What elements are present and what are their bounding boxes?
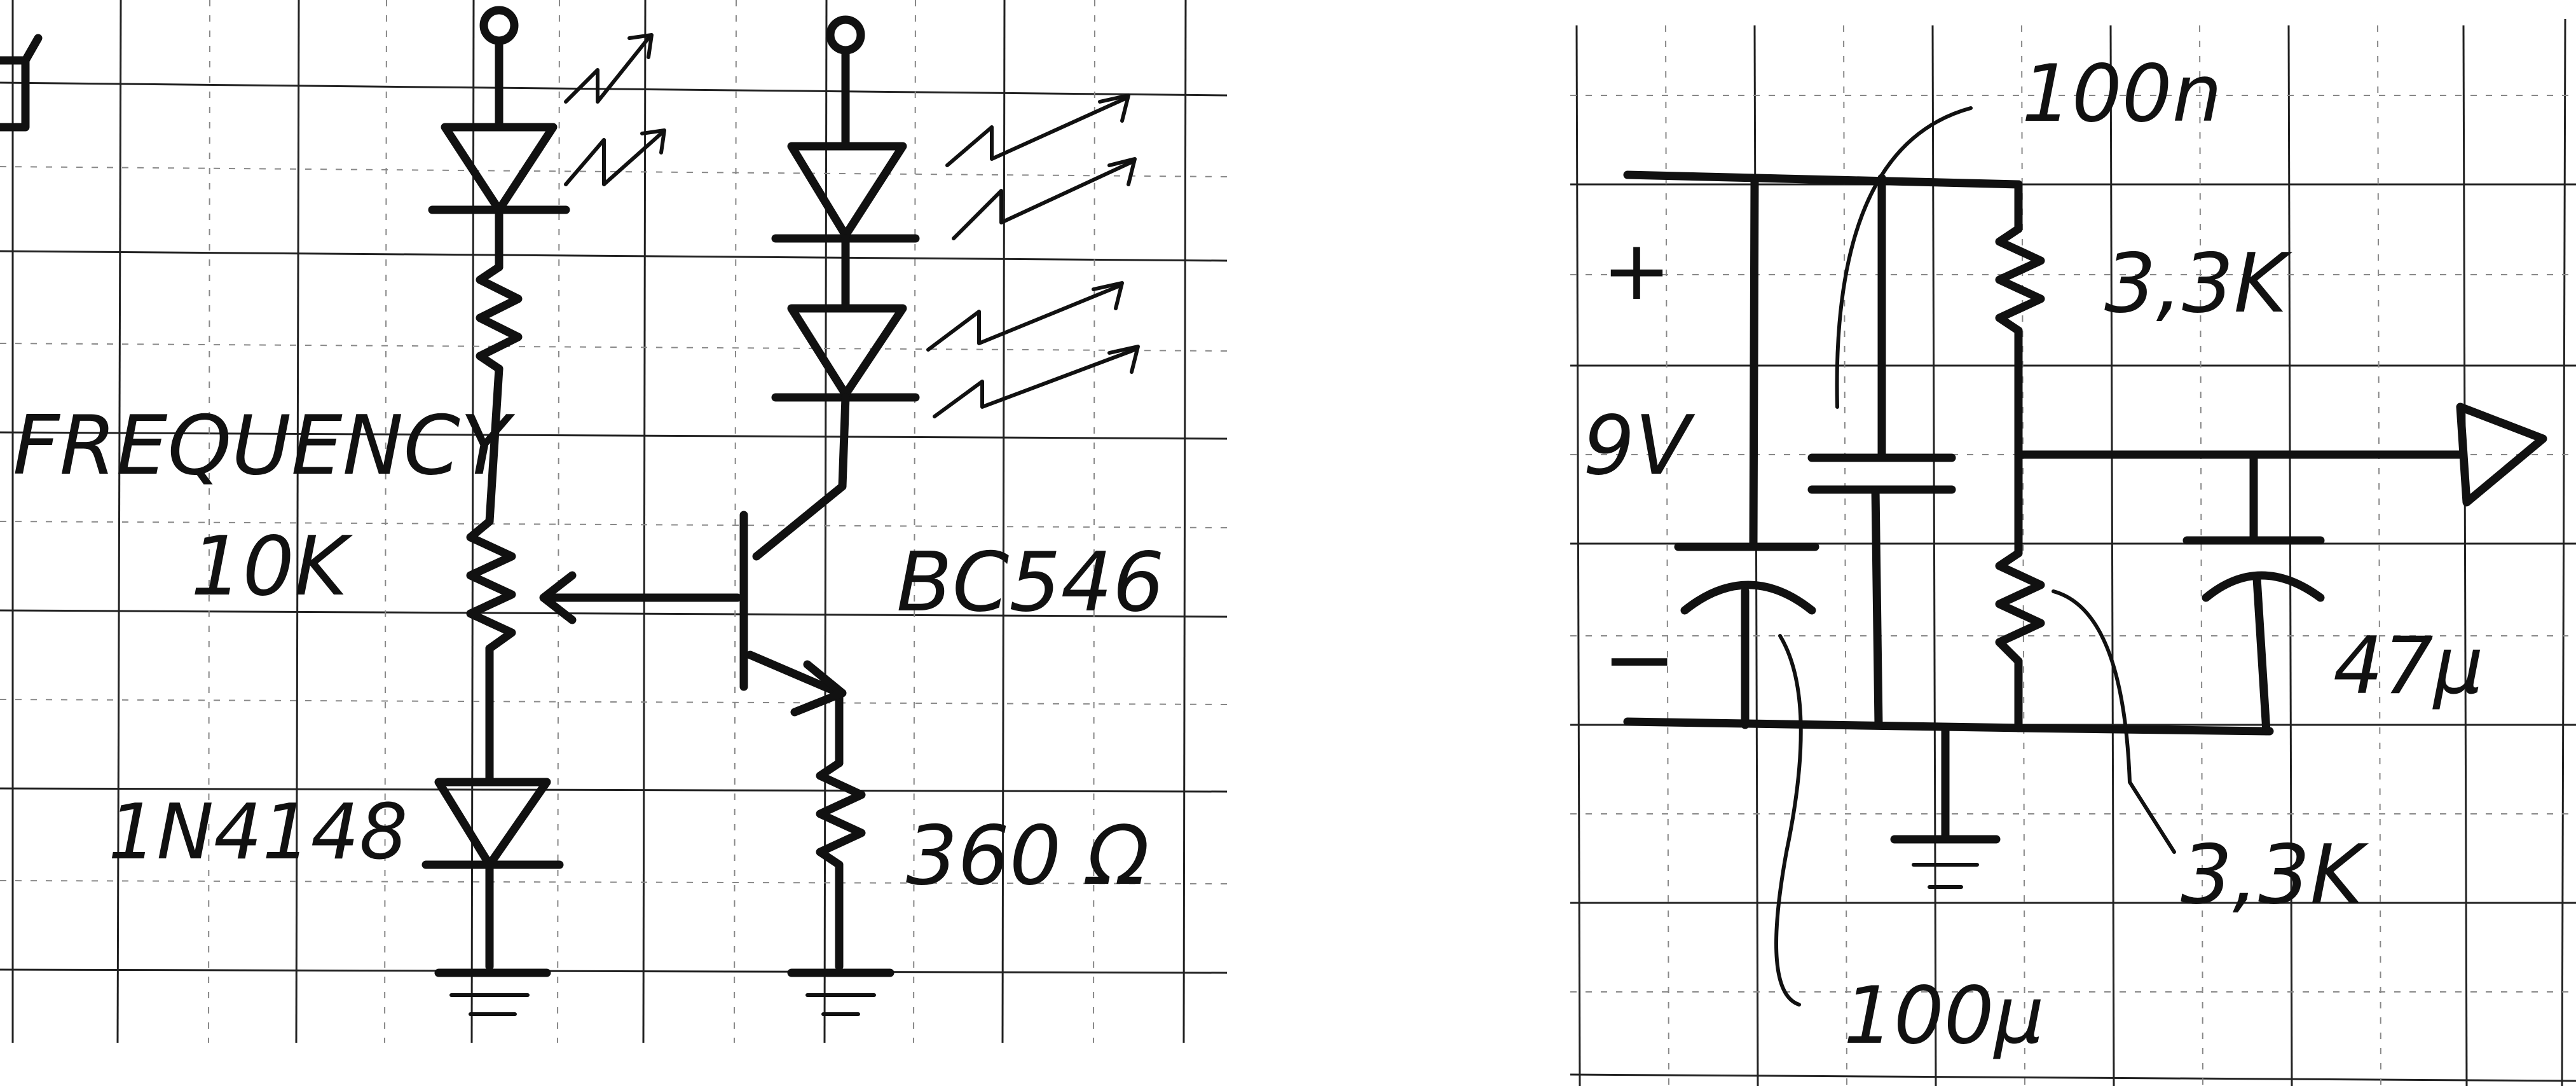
label-emitter-resistor: 360 Ω [906, 809, 1149, 904]
ground-icon [1890, 835, 2001, 889]
led-3-light-arrows [926, 281, 1140, 418]
leader-3k3-bottom [2052, 589, 2176, 854]
battery-9v [1674, 542, 1819, 729]
emitter-arrow-icon [790, 660, 847, 717]
label-resistor-top: 3,3K [2104, 237, 2293, 331]
led-1-light-arrows [564, 33, 666, 186]
label-transistor: BC546 [896, 535, 1165, 630]
label-supply: 9V [1583, 399, 1695, 493]
capacitor-47u [2182, 536, 2325, 602]
edge-symbol [0, 34, 43, 132]
ground-left-icon [434, 968, 551, 1016]
label-frequency: FREQUENCY [13, 399, 516, 493]
ground-right-icon [787, 968, 894, 1016]
resistor-top-3k3 [1995, 224, 2045, 335]
label-cap-top: 100n [2022, 48, 2222, 140]
label-diode: 1N4148 [108, 788, 408, 877]
resistor-360 [816, 759, 866, 869]
label-pot-value: 10K [191, 519, 353, 614]
resistor-bottom-3k3 [1995, 549, 2045, 666]
led-2 [787, 142, 907, 240]
frequency-pot [466, 517, 516, 653]
output-arrow-icon [2456, 402, 2547, 507]
label-resistor-bottom: 3,3K [2181, 828, 2369, 923]
transistor-collector [752, 393, 850, 561]
top-rail [1623, 170, 2023, 189]
resistor-1 [476, 263, 523, 373]
label-plus: + [1602, 222, 1671, 319]
right-circuit: 100n 3,3K + 9V − 47µ 3,3K 100µ [1583, 48, 2547, 1062]
label-cap-bottom: 100µ [1844, 970, 2045, 1062]
diode-1n4148 [434, 778, 551, 869]
led-2-light-arrows [945, 93, 1137, 240]
left-circuit: FREQUENCY 10K 1N4148 BC546 360 Ω [0, 6, 1165, 1016]
label-cap-output: 47µ [2333, 621, 2484, 712]
left-grid [0, 0, 1228, 1043]
capacitor-100n [1807, 453, 1956, 494]
leader-100n [1835, 106, 1973, 409]
led-1 [441, 123, 558, 214]
led-3 [787, 304, 907, 399]
label-minus: − [1602, 608, 1676, 711]
leader-100u [1774, 634, 1803, 1007]
